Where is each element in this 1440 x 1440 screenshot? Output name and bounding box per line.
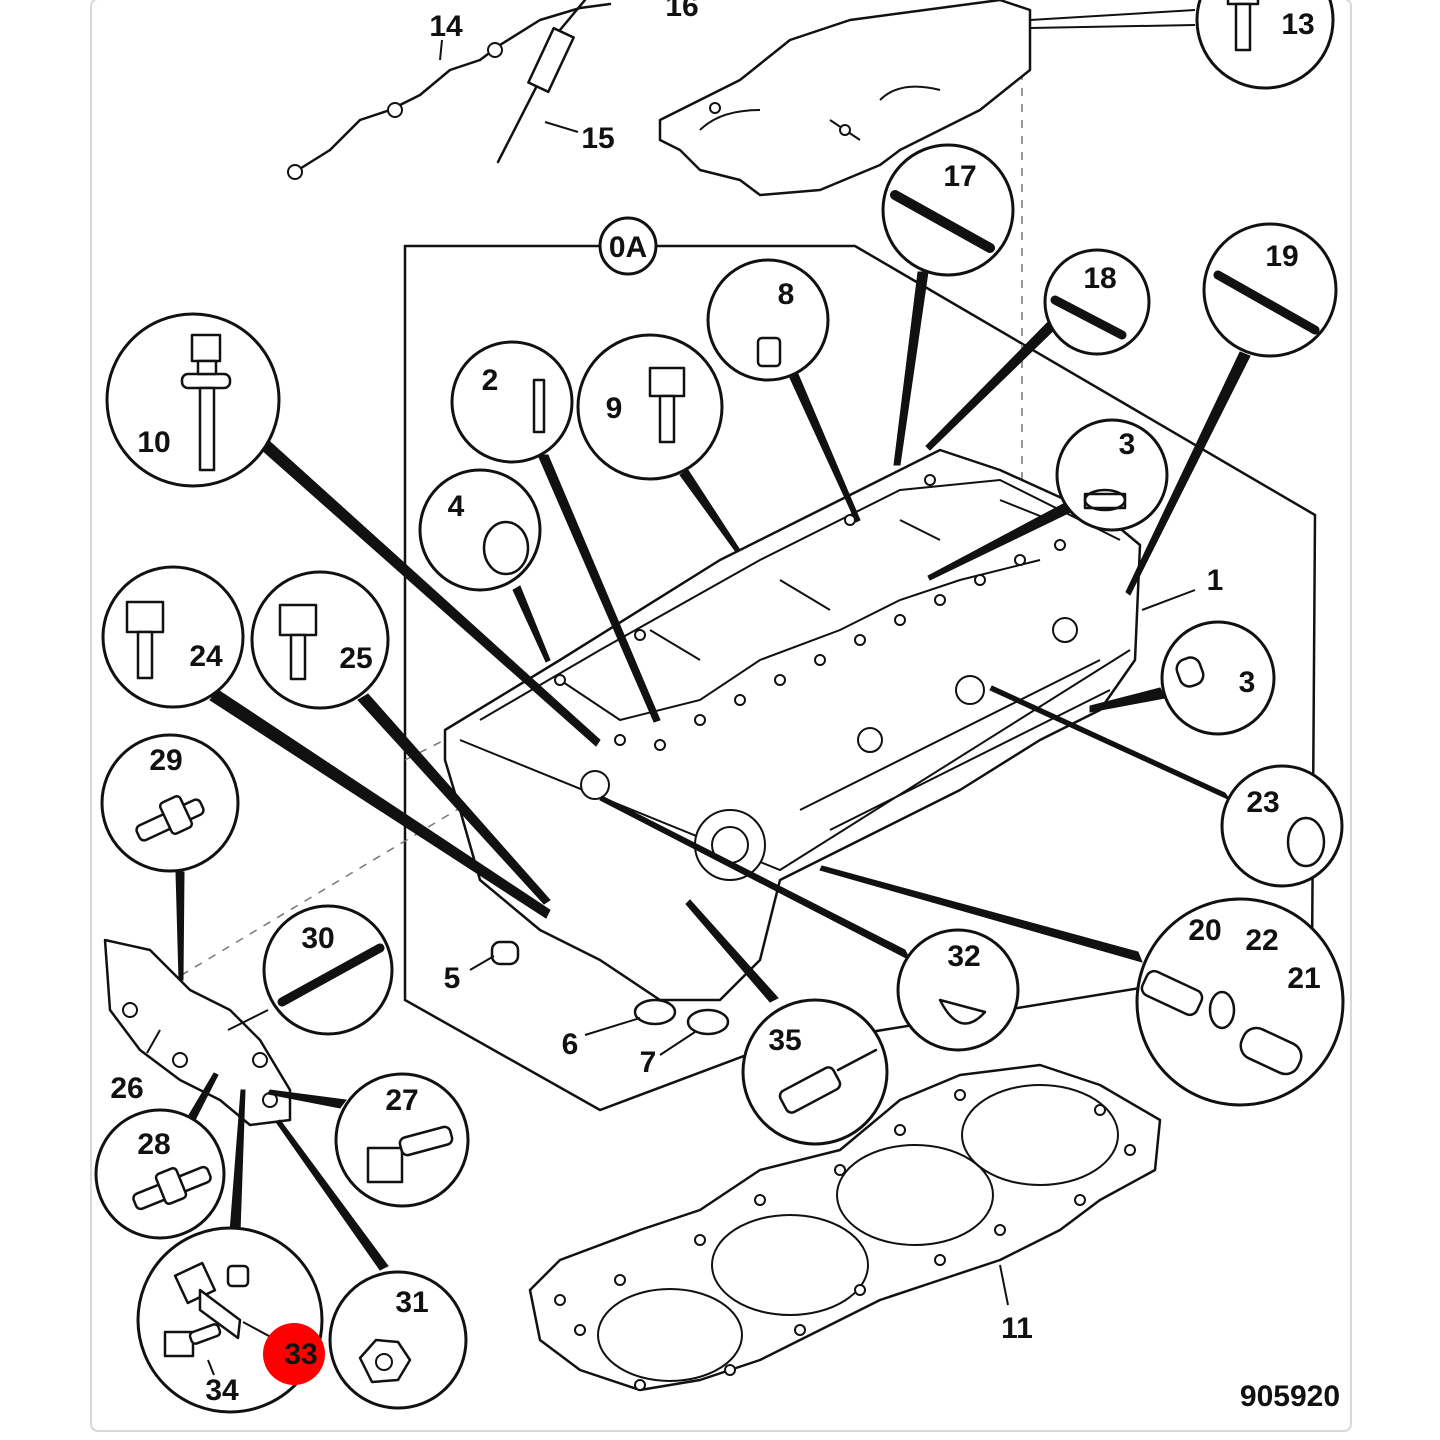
- callout-3-lower: [1160, 620, 1276, 736]
- callout-3-upper: [1055, 418, 1169, 532]
- callout-31: [328, 1270, 468, 1410]
- callout-25: [250, 570, 390, 710]
- callout-24: [101, 565, 245, 709]
- callout-17: [881, 143, 1015, 277]
- label-33[interactable]: 33: [284, 1338, 317, 1371]
- label-11: 11: [1001, 1312, 1033, 1345]
- label-3-upper: 3: [1119, 428, 1136, 461]
- callout-20-21-22: [1135, 897, 1345, 1107]
- label-8: 8: [778, 278, 795, 311]
- callout-27: [334, 1072, 470, 1208]
- highlight-marker-33[interactable]: [263, 1323, 325, 1385]
- callout-35: [741, 998, 889, 1146]
- label-25: 25: [339, 642, 372, 675]
- leader-lines: [146, 9, 1251, 1306]
- label-7: 7: [640, 1046, 657, 1079]
- callout-13: [1195, 0, 1335, 90]
- rocker-cover-16: [658, 0, 1032, 197]
- glow-plug-15: [496, 0, 587, 164]
- label-14: 14: [429, 10, 463, 43]
- callout-4: [418, 468, 542, 592]
- seal-6: [633, 998, 677, 1026]
- label-24: 24: [189, 640, 223, 673]
- assembly-label: 0A: [609, 231, 647, 264]
- head-gasket-11: [528, 1063, 1162, 1392]
- assembly-label-bubble: [598, 216, 658, 276]
- callout-10: [105, 312, 281, 488]
- label-23: 23: [1246, 786, 1279, 819]
- label-1: 1: [1207, 564, 1224, 597]
- callout-8: [706, 258, 830, 382]
- label-5: 5: [444, 962, 461, 995]
- label-22: 22: [1245, 924, 1278, 957]
- label-9: 9: [606, 392, 623, 425]
- label-30: 30: [301, 922, 334, 955]
- label-32: 32: [947, 940, 980, 973]
- label-6: 6: [562, 1028, 579, 1061]
- label-26: 26: [110, 1072, 143, 1105]
- label-18: 18: [1083, 262, 1116, 295]
- label-29: 29: [149, 744, 182, 777]
- label-4: 4: [448, 490, 465, 523]
- label-17: 17: [943, 160, 976, 193]
- label-19: 19: [1265, 240, 1298, 273]
- gasket-holes: [554, 1089, 1136, 1391]
- label-20: 20: [1188, 914, 1221, 947]
- callout-2: [450, 340, 574, 464]
- label-3-lower: 3: [1239, 666, 1256, 699]
- callout-30: [262, 904, 394, 1036]
- callout-32: [896, 928, 1020, 1052]
- label-21: 21: [1287, 962, 1320, 995]
- label-31: 31: [395, 1286, 428, 1319]
- label-13: 13: [1281, 8, 1314, 41]
- side-plate-26: [103, 938, 292, 1127]
- label-16: 16: [665, 0, 698, 23]
- callout-19: [1202, 222, 1338, 358]
- label-28: 28: [137, 1128, 170, 1161]
- figure-number: 905920: [1240, 1380, 1340, 1413]
- label-27: 27: [385, 1084, 418, 1117]
- label-34: 34: [205, 1374, 239, 1407]
- callout-18: [1043, 248, 1151, 356]
- callout-labels: 14 15 16 13 17 18 19 8 2 9 10 4 3 1 3 24…: [110, 0, 1320, 1407]
- seal-7: [686, 1008, 730, 1036]
- label-35: 35: [768, 1024, 801, 1057]
- dowel-5: [490, 940, 520, 966]
- callout-9: [576, 333, 724, 481]
- callout-29: [100, 733, 240, 873]
- label-10: 10: [137, 426, 170, 459]
- label-15: 15: [581, 122, 614, 155]
- callout-28: [94, 1108, 226, 1240]
- label-2: 2: [482, 364, 499, 397]
- cylinder-head-1: [443, 448, 1142, 1002]
- gasket-14: [287, 2, 612, 180]
- callout-23: [1220, 764, 1344, 888]
